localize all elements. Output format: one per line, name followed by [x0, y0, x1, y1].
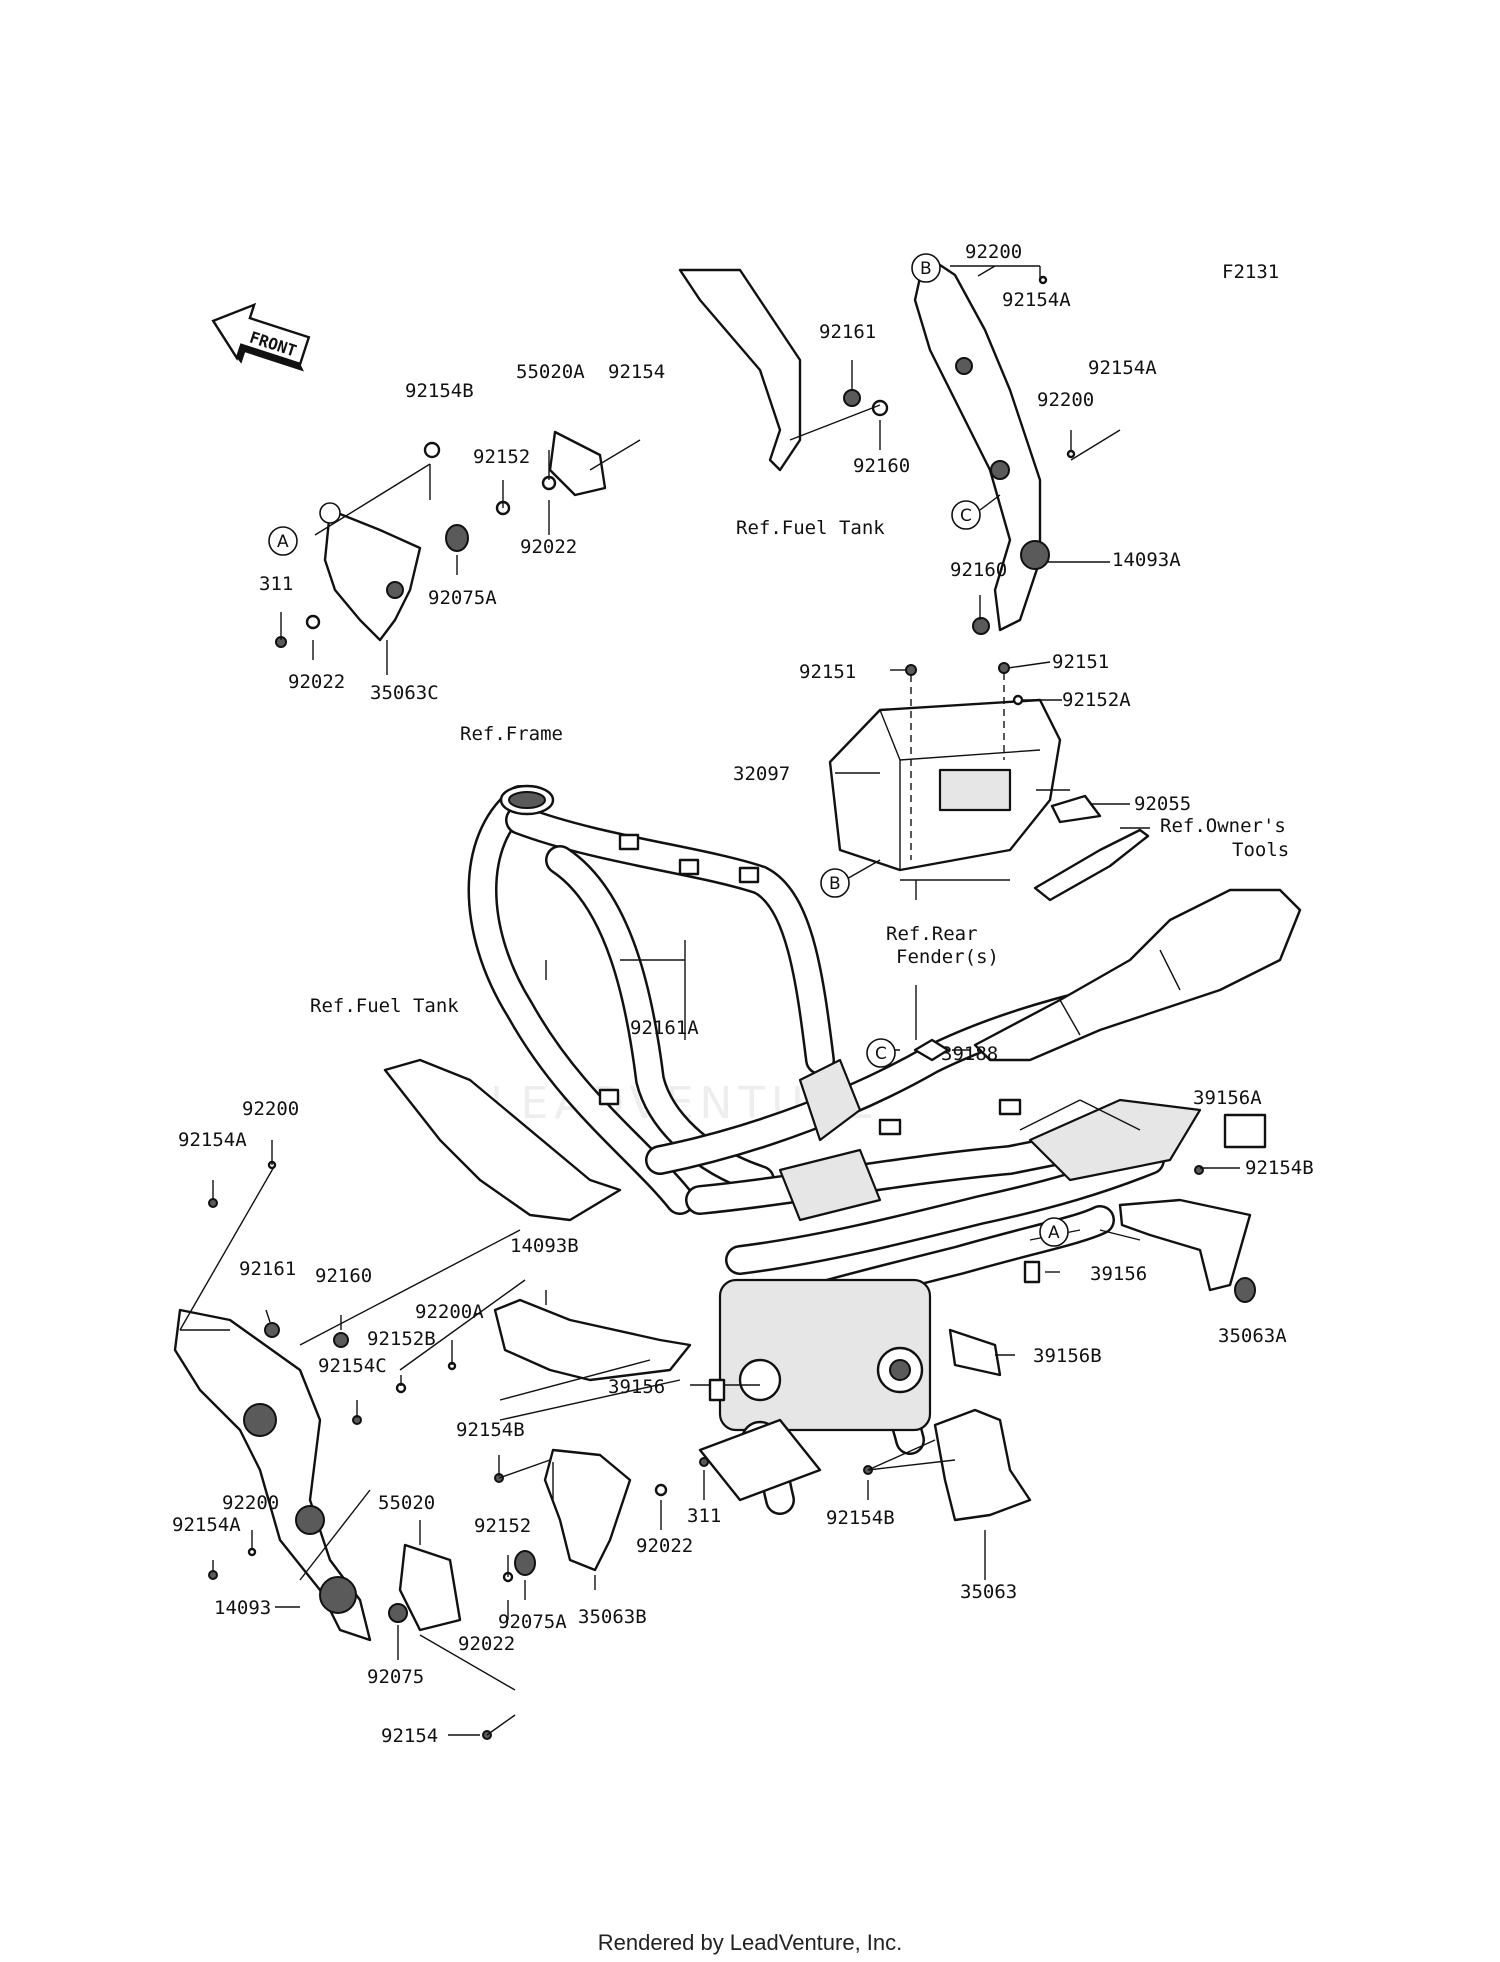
- part-label: 92154B: [826, 1507, 895, 1529]
- svg-text:A: A: [277, 532, 289, 552]
- bracket-35063: [933, 1408, 1032, 1522]
- svg-text:B: B: [829, 874, 841, 894]
- leader-lines: [179, 265, 1240, 1736]
- pad-39156A: [1223, 1113, 1267, 1149]
- callout-c-upper: C: [951, 500, 981, 530]
- front-arrow-icon: FRONT: [211, 302, 311, 372]
- part-label: 39156: [1090, 1263, 1147, 1285]
- part-label: 92075A: [498, 1611, 567, 1633]
- part-label: 92154A: [1002, 289, 1071, 311]
- footer-credit: Rendered by LeadVenture, Inc.: [597, 1930, 903, 1955]
- part-label: 92161A: [630, 1017, 699, 1039]
- strap-92055: [1050, 794, 1102, 824]
- part-label: 92200: [965, 241, 1022, 263]
- callout-a-upper: A: [268, 526, 298, 556]
- pad-39156-a: [1023, 1260, 1041, 1284]
- callout-a-frame: A: [1039, 1217, 1069, 1247]
- part-label: 92200: [222, 1492, 279, 1514]
- callout-b-upper: B: [911, 253, 941, 283]
- bracket-35063C: [323, 508, 422, 642]
- svg-text:C: C: [875, 1044, 887, 1064]
- figure-code: F2131: [1222, 261, 1279, 283]
- cover-55020: [398, 1543, 462, 1632]
- part-label: 92152: [474, 1515, 531, 1537]
- label-39188: [913, 1038, 950, 1062]
- part-label: 92200: [1037, 389, 1094, 411]
- part-label: 35063A: [1218, 1325, 1287, 1347]
- ref-frame: Ref.Frame: [460, 723, 563, 745]
- callout-b-frame: B: [820, 868, 850, 898]
- pad-39156-b: [708, 1378, 726, 1402]
- part-label: 92160: [853, 455, 910, 477]
- part-label: 92154A: [178, 1129, 247, 1151]
- part-label: 92161: [239, 1258, 296, 1280]
- fuel-tank-cover-lower: [383, 1058, 622, 1222]
- part-label: 39156A: [1193, 1087, 1262, 1109]
- ref-owners-tools-2: Tools: [1232, 839, 1289, 861]
- part-label: 92152: [473, 446, 530, 468]
- main-frame: [467, 784, 1215, 1515]
- part-label: 92161: [819, 321, 876, 343]
- part-label: 92200A: [415, 1301, 484, 1323]
- part-label: 92075: [367, 1666, 424, 1688]
- part-label: 92152A: [1062, 689, 1131, 711]
- fuel-tank-cover-upper: [678, 268, 802, 472]
- rear-fender: [973, 888, 1302, 1062]
- svg-text:C: C: [960, 506, 972, 526]
- part-label: 92154B: [456, 1419, 525, 1441]
- part-label: 92154: [608, 361, 665, 383]
- bolt-icon: [208, 662, 1204, 1740]
- bracket-35063A: [1118, 1198, 1252, 1292]
- cover-14093B: [493, 1298, 692, 1382]
- part-label: 92200: [242, 1098, 299, 1120]
- side-cover-14093A: [913, 253, 1042, 632]
- part-label: 35063: [960, 1581, 1017, 1603]
- pad-39156B: [948, 1328, 1002, 1377]
- svg-text:A: A: [1048, 1223, 1060, 1243]
- part-label: 14093A: [1112, 549, 1181, 571]
- ref-owners-tools-1: Ref.Owner's: [1160, 815, 1286, 837]
- part-label: 92075A: [428, 587, 497, 609]
- bracket-35063B: [543, 1448, 632, 1572]
- part-label: 311: [259, 573, 293, 595]
- part-label: 14093B: [510, 1235, 579, 1257]
- side-cover-14093: [173, 1308, 372, 1642]
- part-label: 55020: [378, 1492, 435, 1514]
- part-label: 92154A: [1088, 357, 1157, 379]
- part-label: 92151: [1052, 651, 1109, 673]
- part-label: 92152B: [367, 1328, 436, 1350]
- part-label: 92022: [636, 1535, 693, 1557]
- part-label: 35063B: [578, 1606, 647, 1628]
- part-label: 92154: [381, 1725, 438, 1747]
- part-label: 92154B: [1245, 1157, 1314, 1179]
- part-label: 35063C: [370, 682, 439, 704]
- ref-fuel-tank-lower: Ref.Fuel Tank: [310, 995, 459, 1017]
- callout-c-frame: C: [866, 1038, 896, 1068]
- part-label: 92022: [458, 1633, 515, 1655]
- part-label: 311: [687, 1505, 721, 1527]
- part-label: 92160: [315, 1265, 372, 1287]
- part-label: 92151: [799, 661, 856, 683]
- part-label: 39156: [608, 1376, 665, 1398]
- part-label: 92160: [950, 559, 1007, 581]
- part-label: 92022: [520, 536, 577, 558]
- svg-text:B: B: [920, 259, 932, 279]
- part-label: 32097: [733, 763, 790, 785]
- part-label: 14093: [214, 1597, 271, 1619]
- ref-rear-fender-1: Ref.Rear: [886, 923, 978, 945]
- part-label: 92154B: [405, 380, 474, 402]
- cover-55020A: [548, 430, 607, 497]
- ref-fuel-tank-upper: Ref.Fuel Tank: [736, 517, 885, 539]
- part-label: 92154A: [172, 1514, 241, 1536]
- part-label: 55020A: [516, 361, 585, 383]
- owners-tools: [1033, 828, 1150, 902]
- part-label: 39156B: [1033, 1345, 1102, 1367]
- ref-rear-fender-2: Fender(s): [896, 946, 999, 968]
- part-label: 92022: [288, 671, 345, 693]
- part-label: 92154C: [318, 1355, 387, 1377]
- part-label: 39188: [941, 1043, 998, 1065]
- part-label: 92055: [1134, 793, 1191, 815]
